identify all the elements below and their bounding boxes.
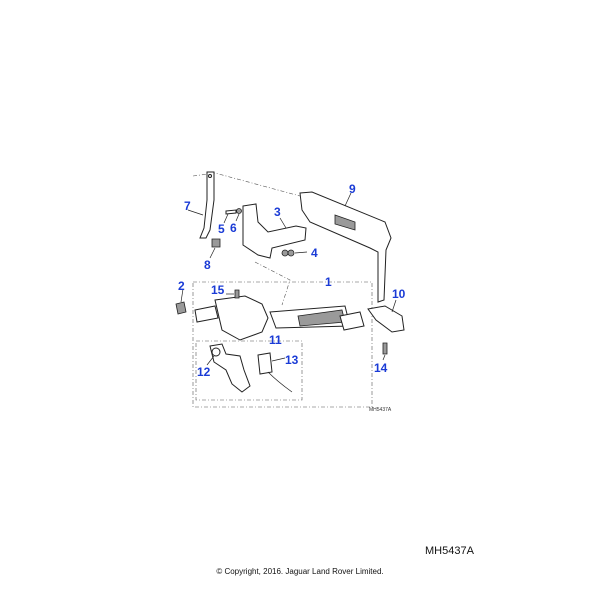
- alignment-line: [254, 261, 291, 306]
- inner-reference: MH5437A: [369, 407, 392, 413]
- part-3-bracket: [242, 203, 307, 259]
- part-6-washer: [236, 208, 242, 214]
- callout-15: 15: [211, 283, 225, 297]
- callout-9: 9: [349, 182, 356, 196]
- part-12-lock-housing: [209, 343, 251, 393]
- assembly-frame-11: [195, 340, 303, 401]
- part-7-hole: [208, 174, 212, 178]
- part-13-switch: [257, 352, 273, 375]
- part-2-nut: [175, 301, 187, 315]
- part-10-bracket: [367, 305, 405, 333]
- callout-2: 2: [178, 279, 185, 293]
- part-4-nut: [281, 249, 289, 257]
- part-15-screw: [234, 289, 240, 299]
- callout-8: 8: [204, 258, 211, 272]
- lock-cylinder: [211, 347, 221, 357]
- column-lower-joint: [339, 311, 365, 331]
- callout-6: 6: [230, 221, 237, 235]
- part-5-bolt: [225, 209, 237, 215]
- part-7-stay: [199, 171, 215, 239]
- switch-wire: [267, 371, 293, 393]
- callout-3: 3: [274, 205, 281, 219]
- callout-10: 10: [392, 287, 406, 301]
- callout-12: 12: [197, 365, 211, 379]
- leader-lines: [180, 192, 397, 366]
- column-head-housing: [214, 295, 269, 341]
- part-8-bolt: [211, 238, 221, 248]
- callout-7: 7: [184, 199, 191, 213]
- assembly-frame-1: [192, 281, 373, 408]
- part-4-nut: [287, 249, 295, 257]
- column-shaft-spline: [194, 305, 219, 323]
- part-9-bracket: [299, 191, 392, 303]
- part-14-bolt: [382, 342, 388, 355]
- callout-13: 13: [285, 353, 299, 367]
- callout-11: 11: [269, 333, 282, 347]
- diagram-reference: MH5437A: [425, 545, 474, 557]
- callout-14: 14: [374, 361, 388, 375]
- callout-4: 4: [311, 246, 318, 260]
- part-9-recess: [334, 214, 356, 231]
- callout-5: 5: [218, 222, 225, 236]
- callout-1: 1: [325, 275, 332, 289]
- copyright-notice: © Copyright, 2016. Jaguar Land Rover Lim…: [216, 567, 384, 576]
